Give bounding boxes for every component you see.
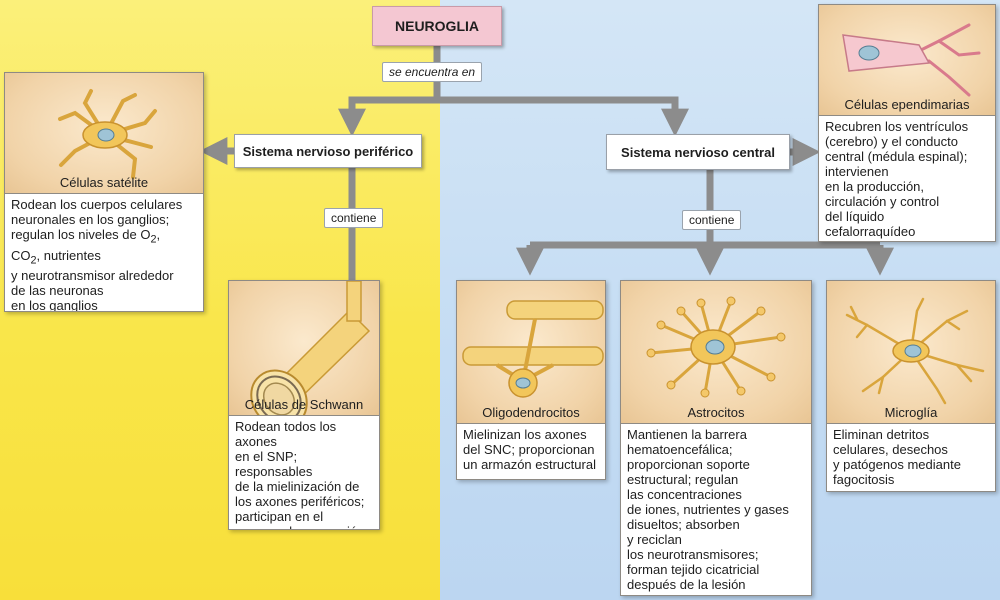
arrow-to-central: [437, 96, 689, 137]
satellite-desc-line: , nutrientes: [36, 247, 101, 263]
astrocytes-name: Astrocitos: [687, 405, 745, 420]
contains-central-label: contiene: [682, 210, 742, 230]
satellite-cells-description: Rodean los cuerpos celulares neuronales …: [5, 194, 203, 312]
schwann-cells-name: Células de Schwann: [244, 397, 364, 412]
arrow-to-peripheral: [338, 96, 437, 137]
satellite-cells-card: Células satélite Rodean los cuerpos celu…: [4, 72, 204, 312]
satellite-desc-line: neuronales en los ganglios;: [11, 212, 170, 227]
microglia-illustration: Microglía: [827, 281, 995, 424]
satellite-desc-line: en los ganglios: [11, 298, 98, 312]
astrocytes-description: Mantienen la barrera hematoencefálica; p…: [627, 427, 789, 592]
microglia-description: Eliminan detritos celulares, desechos y …: [833, 427, 961, 487]
ependymal-cells-card: Células ependimarias Recubren los ventrí…: [818, 4, 996, 242]
microglia-card: Microglía Eliminan detritos celulares, d…: [826, 280, 996, 492]
found-in-label: se encuentra en: [382, 62, 483, 82]
oligodendrocytes-name: Oligodendrocitos: [482, 405, 580, 420]
astrocyte-illustration: Astrocitos: [621, 281, 811, 424]
ependymal-cell-illustration: Células ependimarias: [819, 5, 995, 116]
satellite-cells-name: Células satélite: [59, 175, 149, 190]
schwann-cells-description: Rodean todos los axones en el SNP; respo…: [235, 419, 365, 529]
astrocytes-card: Astrocitos Mantienen la barrera hematoen…: [620, 280, 812, 596]
central-nervous-system-box: Sistema nervioso central: [606, 134, 790, 170]
satellite-subscript: 2: [150, 233, 157, 246]
oligodendrocyte-illustration: Oligodendrocitos: [457, 281, 605, 424]
satellite-desc-line: regulan los niveles de O: [11, 227, 151, 242]
contains-peripheral-label: contiene: [324, 208, 384, 228]
oligodendrocytes-card: Oligodendrocitos Mielinizan los axones d…: [456, 280, 606, 480]
satellite-desc-line: CO: [11, 247, 31, 263]
oligodendrocytes-description: Mielinizan los axones del SNC; proporcio…: [463, 427, 596, 472]
satellite-subscript: 2: [30, 254, 37, 267]
satellite-desc-line: Rodean los cuerpos celulares: [11, 197, 183, 212]
satellite-cell-illustration: Células satélite: [5, 73, 203, 194]
peripheral-nervous-system-box: Sistema nervioso periférico: [234, 134, 422, 168]
satellite-desc-line: de las neuronas: [11, 283, 104, 299]
ependymal-cells-description: Recubren los ventrículos (cerebro) y el …: [825, 119, 969, 239]
microglia-name: Microglía: [884, 405, 938, 420]
schwann-cell-illustration: Células de Schwann: [229, 281, 379, 416]
satellite-desc-line: ,: [156, 227, 161, 242]
ependymal-cells-name: Células ependimarias: [844, 97, 970, 112]
neuroglia-title: NEUROGLIA: [372, 6, 502, 46]
satellite-desc-line: y neurotransmisor alrededor: [11, 268, 174, 284]
schwann-cells-card: Células de Schwann Rodean todos los axon…: [228, 280, 380, 530]
